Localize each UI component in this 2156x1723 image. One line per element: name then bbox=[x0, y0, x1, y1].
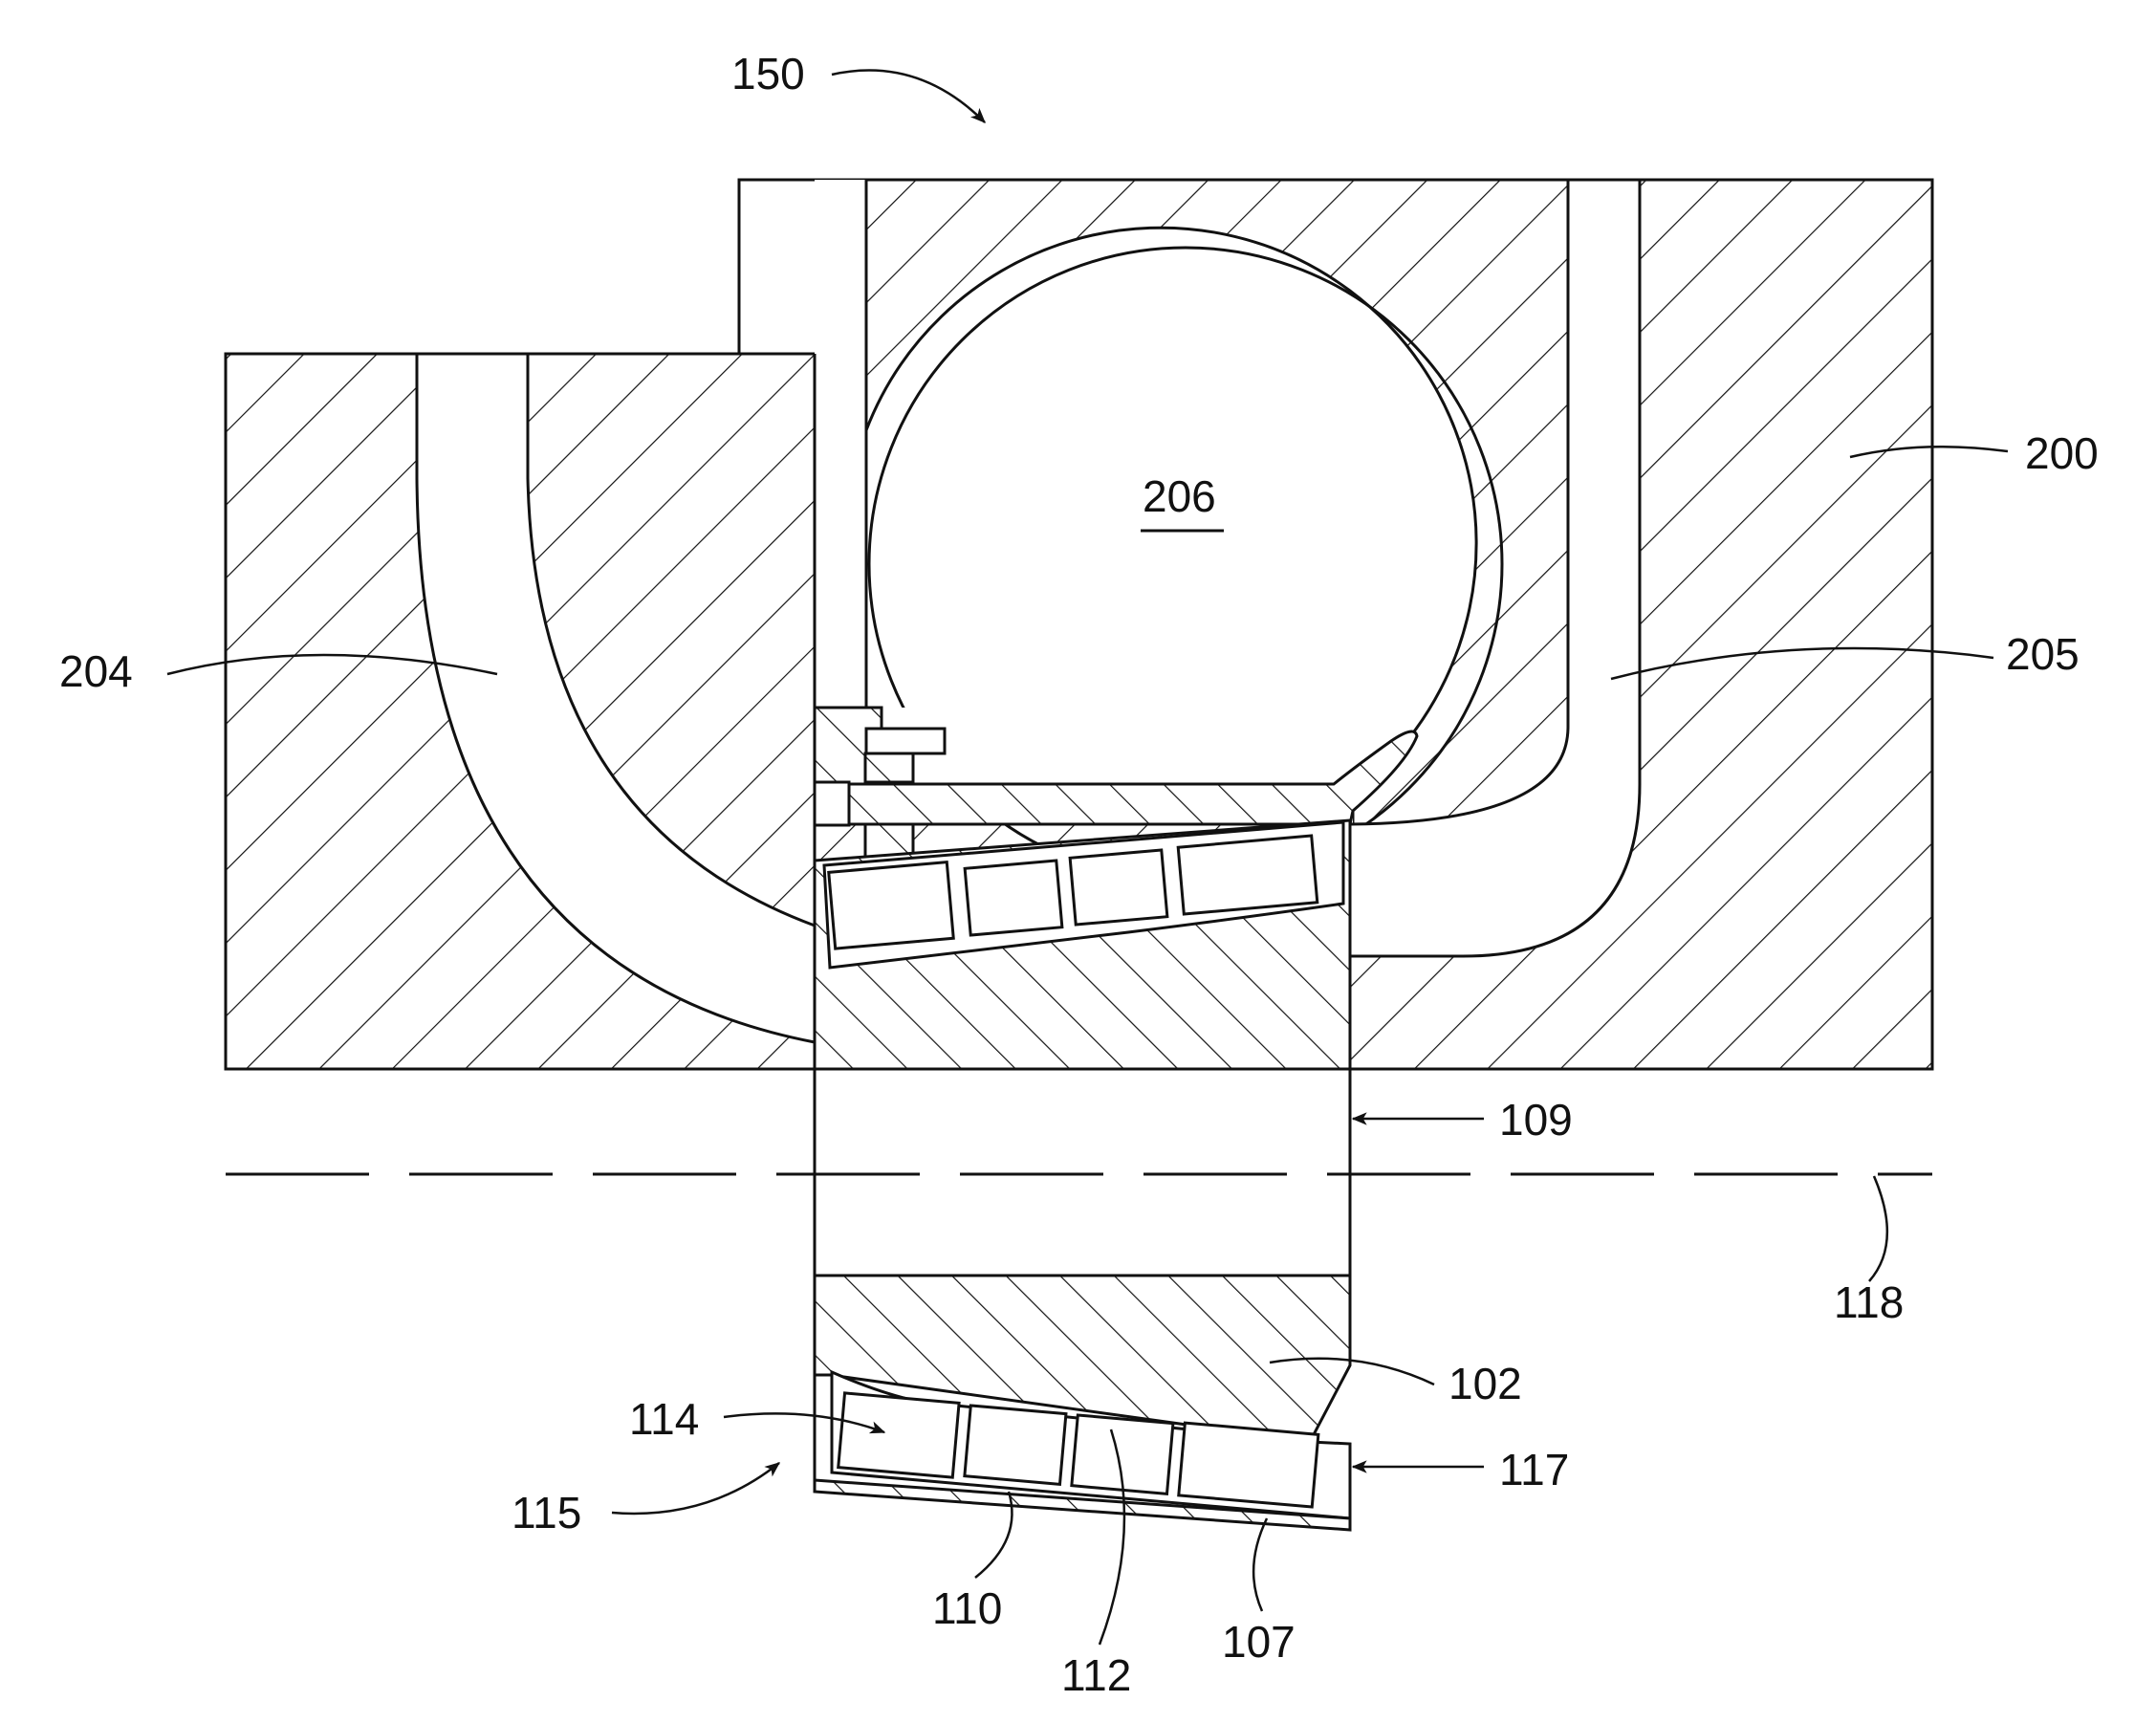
svg-text:205: 205 bbox=[2006, 629, 2080, 679]
svg-text:114: 114 bbox=[629, 1394, 699, 1444]
svg-text:109: 109 bbox=[1499, 1095, 1573, 1145]
label-117: 117 bbox=[1353, 1445, 1569, 1494]
svg-text:107: 107 bbox=[1222, 1617, 1296, 1667]
label-107: 107 bbox=[1222, 1518, 1296, 1667]
svg-text:118: 118 bbox=[1834, 1277, 1904, 1327]
svg-text:115: 115 bbox=[512, 1488, 581, 1538]
lower-bearing bbox=[815, 1276, 1350, 1530]
label-109: 109 bbox=[1353, 1095, 1573, 1145]
label-110: 110 bbox=[932, 1492, 1012, 1633]
shaft-bore bbox=[815, 1069, 1350, 1276]
svg-text:206: 206 bbox=[1143, 471, 1216, 521]
svg-text:150: 150 bbox=[731, 49, 805, 98]
svg-text:204: 204 bbox=[59, 646, 133, 696]
central-slot bbox=[815, 180, 866, 715]
svg-text:110: 110 bbox=[932, 1583, 1002, 1633]
svg-text:102: 102 bbox=[1448, 1359, 1522, 1408]
label-118: 118 bbox=[1834, 1176, 1904, 1327]
svg-text:117: 117 bbox=[1499, 1445, 1569, 1494]
svg-text:112: 112 bbox=[1061, 1650, 1131, 1700]
svg-text:200: 200 bbox=[2025, 428, 2099, 478]
label-150: 150 bbox=[731, 49, 985, 122]
label-115: 115 bbox=[512, 1463, 779, 1538]
upper-bearing bbox=[815, 820, 1350, 1069]
